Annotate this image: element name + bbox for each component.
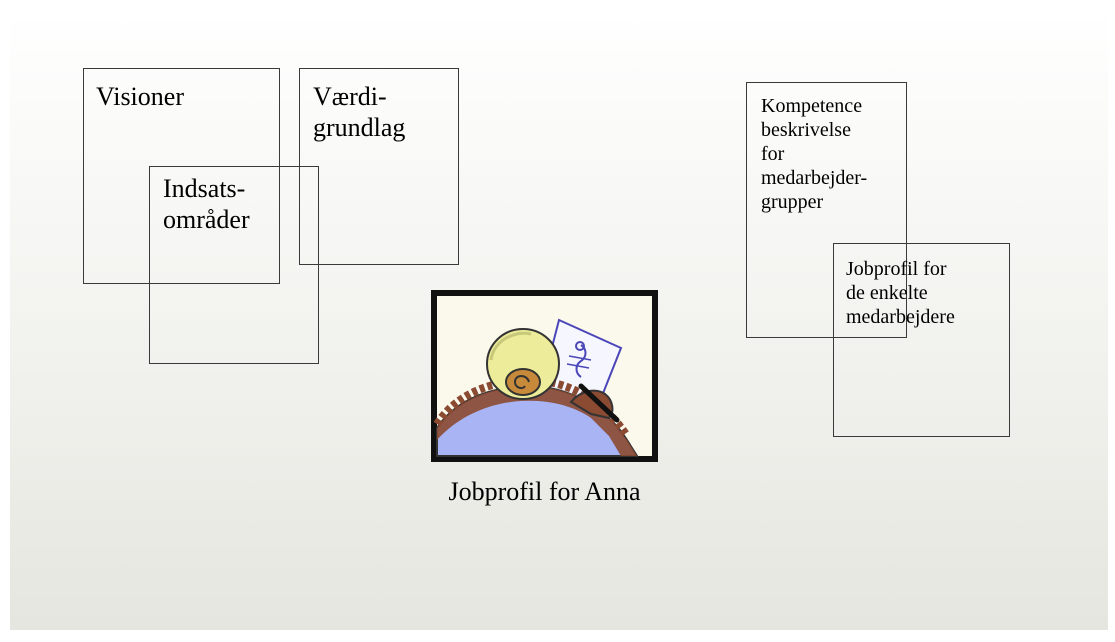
kompetencebeskrivelse-label: Kompetence beskrivelse for medarbejder- …	[761, 95, 868, 213]
vaerdigrundlag-label: Værdi- grundlag	[313, 82, 406, 143]
pen-icon	[578, 383, 620, 423]
indsatsomraader-box: Indsats- områder	[149, 166, 319, 364]
visioner-box: Visioner	[83, 68, 280, 284]
slide-canvas: Visioner Værdi- grundlag Indsats- område…	[10, 10, 1108, 630]
kompetencebeskrivelse-box: Kompetence beskrivelse for medarbejder- …	[746, 82, 907, 338]
jobprofil-anna-caption: Jobprofil for Anna	[448, 477, 641, 506]
head-icon	[486, 328, 560, 400]
visioner-label: Visioner	[96, 82, 184, 111]
person-writing-icon	[431, 290, 658, 462]
vaerdigrundlag-box: Værdi- grundlag	[299, 68, 459, 265]
jobprofil-enkelte-box: Jobprofil for de enkelte medarbejdere	[833, 243, 1010, 437]
indsatsomraader-label: Indsats- områder	[163, 174, 250, 235]
jobprofil-enkelte-label: Jobprofil for de enkelte medarbejdere	[846, 258, 955, 328]
